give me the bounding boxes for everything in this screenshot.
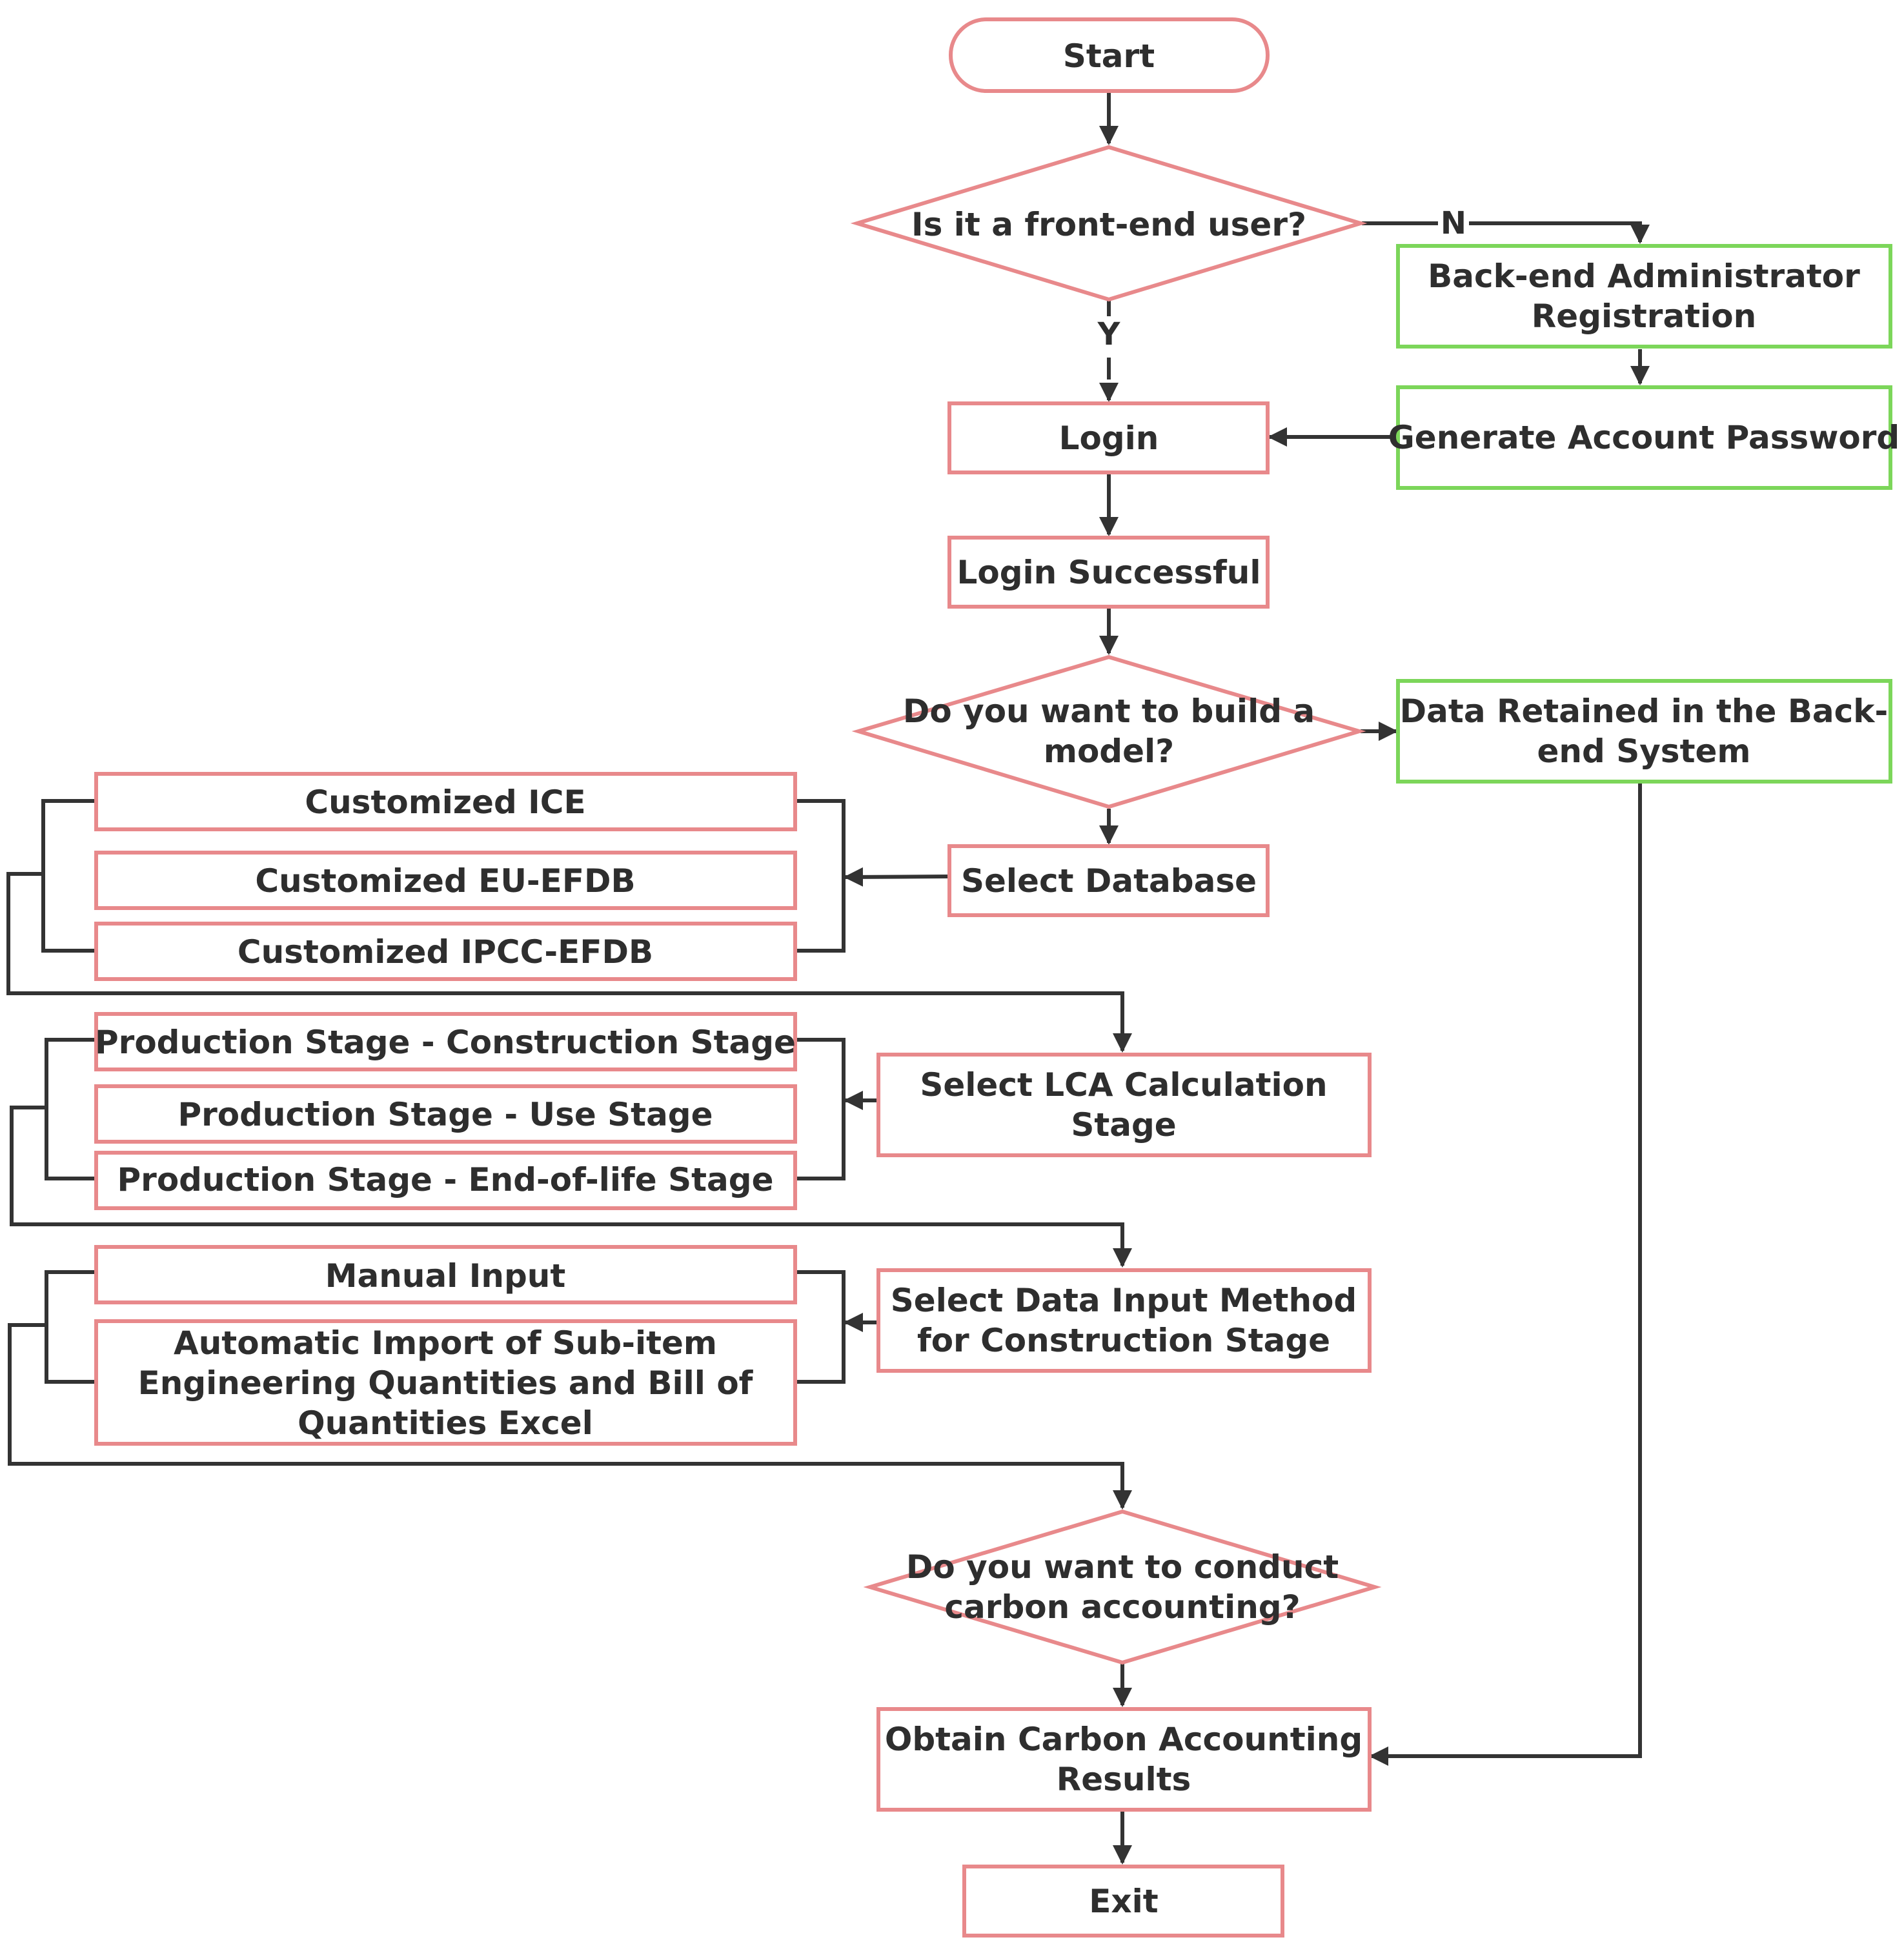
login-successful-box: Login Successful bbox=[947, 536, 1270, 609]
connectors bbox=[6, 93, 1650, 1865]
edge-label-no: N bbox=[1441, 205, 1466, 241]
stage-group-right-bracket bbox=[796, 1038, 846, 1180]
login-successful-label: Login Successful bbox=[957, 554, 1261, 591]
automatic-import-label-line: Engineering Quantities and Bill of bbox=[138, 1364, 754, 1402]
db-group-right-bracket bbox=[796, 799, 846, 953]
select-lca-stage-label-line: Stage bbox=[1071, 1106, 1176, 1144]
obtain-results-label-line: Results bbox=[1057, 1761, 1191, 1798]
select-database-box: Select Database bbox=[947, 844, 1270, 917]
edge-labels: N Y bbox=[1093, 205, 1469, 352]
login-label: Login bbox=[1059, 420, 1159, 457]
front-end-user-decision: Is it a front-end user? bbox=[850, 145, 1368, 302]
manual-input-box: Manual Input bbox=[94, 1245, 797, 1304]
arrow-data-retained-to-results bbox=[1369, 783, 1642, 1766]
build-model-decision-label-line: model? bbox=[1044, 733, 1174, 770]
select-lca-stage-label-line: Select LCA Calculation bbox=[920, 1066, 1327, 1104]
data-retained-label: Data Retained in the Back-end System bbox=[1400, 693, 1889, 770]
production-use-box: Production Stage - Use Stage bbox=[94, 1084, 797, 1144]
production-end-of-life-label: Production Stage - End-of-life Stage bbox=[117, 1161, 774, 1199]
backend-registration-label-line: Registration bbox=[1532, 298, 1756, 335]
production-end-of-life-box: Production Stage - End-of-life Stage bbox=[94, 1151, 797, 1210]
select-input-method-label-line: Select Data Input Method bbox=[891, 1282, 1357, 1319]
input-group-left-bracket bbox=[45, 1270, 94, 1384]
automatic-import-label-line: Quantities Excel bbox=[298, 1404, 593, 1442]
select-input-method-label-line: for Construction Stage bbox=[917, 1322, 1330, 1359]
customized-ice-box: Customized ICE bbox=[94, 772, 797, 831]
stage-group-left-bracket bbox=[45, 1038, 94, 1180]
edge-label-yes-bg bbox=[1093, 316, 1124, 352]
production-construction-box: Production Stage - Construction Stage bbox=[94, 1012, 797, 1071]
carbon-accounting-decision-label-line: carbon accounting? bbox=[944, 1588, 1300, 1626]
automatic-import-label-line: Automatic Import of Sub-item bbox=[174, 1324, 717, 1362]
arrow-stage-group-to-input-method bbox=[10, 1106, 1132, 1268]
customized-ipcc-efdb-box: Customized IPCC-EFDB bbox=[94, 922, 797, 981]
arrow-no-to-registration bbox=[1362, 221, 1650, 244]
login-box: Login bbox=[947, 401, 1270, 474]
production-construction-label: Production Stage - Construction Stage bbox=[95, 1024, 796, 1061]
select-database-label: Select Database bbox=[961, 862, 1257, 900]
input-group-right-bracket bbox=[796, 1270, 846, 1384]
front-end-user-decision-label: Is it a front-end user? bbox=[911, 206, 1306, 243]
db-group-left-bracket bbox=[41, 799, 94, 953]
production-use-label: Production Stage - Use Stage bbox=[177, 1096, 713, 1133]
exit-label: Exit bbox=[1089, 1883, 1158, 1920]
generate-password-box: Generate Account Password bbox=[1388, 385, 1899, 490]
obtain-results-label-line: Obtain Carbon Accounting bbox=[885, 1721, 1362, 1758]
arrow-input-group-to-carbon-question bbox=[8, 1323, 1132, 1510]
start-label: Start bbox=[1063, 37, 1155, 75]
data-retained-box: Data Retained in the Back-end System bbox=[1396, 679, 1892, 784]
generate-password-label: Generate Account Password bbox=[1388, 419, 1899, 456]
arrow-select-database-to-db-group bbox=[844, 867, 948, 887]
carbon-accounting-decision-label-line: Do you want to conduct bbox=[906, 1548, 1339, 1586]
data-retained-label-line: end System bbox=[1537, 733, 1751, 770]
start-terminal: Start bbox=[949, 17, 1270, 93]
edge-label-no-bg bbox=[1438, 205, 1469, 241]
data-retained-label-line: Data Retained in the Back- bbox=[1400, 693, 1889, 730]
edge-label-yes: Y bbox=[1097, 316, 1121, 352]
exit-box: Exit bbox=[962, 1865, 1284, 1938]
customized-eu-efdb-box: Customized EU-EFDB bbox=[94, 851, 797, 910]
manual-input-label: Manual Input bbox=[325, 1257, 565, 1295]
backend-registration-label-line: Back-end Administrator bbox=[1428, 258, 1860, 295]
arrow-db-group-to-lca-stage bbox=[6, 872, 1132, 1053]
customized-eu-efdb-label: Customized EU-EFDB bbox=[255, 862, 635, 900]
customized-ice-label: Customized ICE bbox=[305, 784, 585, 821]
customized-ipcc-efdb-label: Customized IPCC-EFDB bbox=[238, 933, 653, 971]
build-model-decision-label-line: Do you want to build a bbox=[903, 693, 1315, 730]
